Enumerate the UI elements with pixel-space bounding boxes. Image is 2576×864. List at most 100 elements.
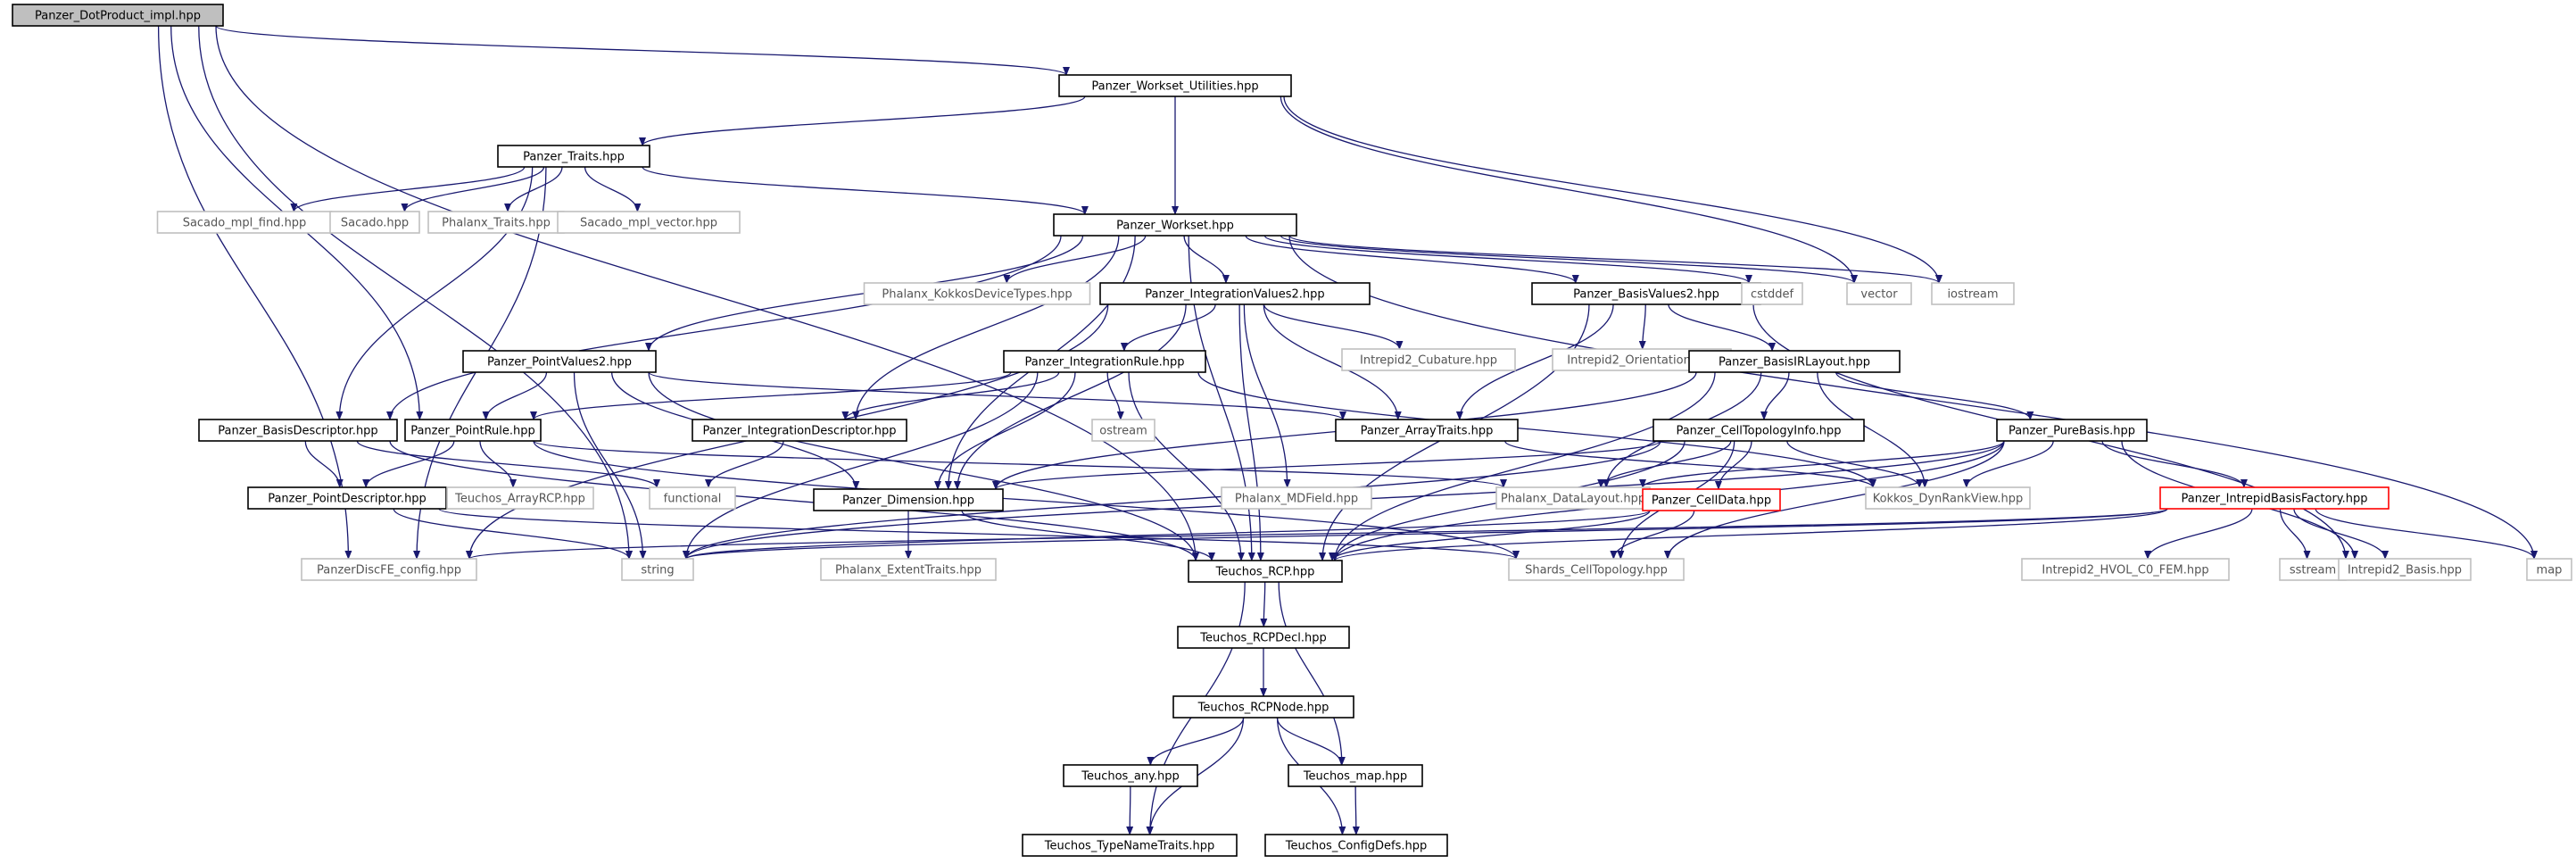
node-label: Phalanx_KokkosDeviceTypes.hpp [882,288,1072,302]
node-box [1188,560,1343,583]
node-n17[interactable]: Panzer_IntegrationRule.hpp [1003,350,1206,373]
edge-n45-n46 [1147,717,1245,766]
edge-n32-n37 [1329,510,1651,561]
edge-n18-n37 [1331,371,1716,561]
node-box [1221,486,1372,510]
node-n21[interactable]: Panzer_IntegrationDescriptor.hpp [692,419,907,442]
node-box [1741,282,1803,305]
node-n6: Sacado_mpl_vector.hpp [557,211,741,234]
node-box [621,558,694,581]
node-box [1003,350,1206,373]
node-n11: cstddef [1741,282,1803,305]
node-n34[interactable]: Panzer_IntrepidBasisFactory.hpp [2159,486,2390,510]
edge-n0-n35 [157,25,352,560]
node-n0[interactable]: Panzer_DotProduct_impl.hpp [12,4,224,27]
edge-n7-n19 [386,235,1062,420]
node-box [649,486,736,510]
edge-n9-n29 [953,303,1187,490]
node-n37[interactable]: Teuchos_RCP.hpp [1188,560,1343,583]
node-label: Intrepid2_Orientation.hpp [1567,354,1716,368]
edge-n7-n10 [1245,235,1579,284]
node-label: Sacado.hpp [341,217,409,230]
node-box [1053,213,1297,237]
node-box [1495,486,1651,510]
edge-n18-n25 [1835,371,2034,420]
node-n46[interactable]: Teuchos_any.hpp [1063,764,1198,787]
node-label: Phalanx_ExtentTraits.hpp [835,564,982,577]
node-n5: Phalanx_Traits.hpp [427,211,565,234]
edge-n19-n28 [356,440,660,488]
node-label: Teuchos_TypeNameTraits.hpp [1044,840,1215,853]
edge-n32-n39 [1610,510,1695,560]
edge-n34-n40 [2144,508,2253,560]
edge-n7-n12 [1280,235,1858,284]
edge-n25-n33 [1962,440,2054,488]
node-n26[interactable]: Panzer_PointDescriptor.hpp [247,486,447,510]
node-box [2526,558,2572,581]
node-box [1508,558,1685,581]
edge-n16-n20 [482,371,548,420]
node-label: Panzer_Dimension.hpp [842,494,974,508]
edge-n1-n12 [1280,96,1858,284]
node-n4: Sacado.hpp [329,211,420,234]
dependency-edges [157,25,2538,835]
node-label: Phalanx_MDField.hpp [1235,493,1358,506]
node-box [820,558,997,581]
node-n10[interactable]: Panzer_BasisValues2.hpp [1531,282,1761,305]
node-box [2338,558,2472,581]
node-n47[interactable]: Teuchos_map.hpp [1288,764,1423,787]
node-box [1022,834,1238,857]
node-n9[interactable]: Panzer_IntegrationValues2.hpp [1099,282,1371,305]
edge-n25-n34 [2101,440,2248,488]
edge-n20-n27 [479,440,518,488]
edge-n20-n26 [362,440,455,488]
node-n49[interactable]: Teuchos_ConfigDefs.hpp [1264,834,1448,857]
node-n44[interactable]: Teuchos_RCPDecl.hpp [1177,626,1350,649]
edge-n1-n13 [1283,96,1942,284]
edge-n2-n5 [504,166,563,212]
node-n48[interactable]: Teuchos_TypeNameTraits.hpp [1022,834,1238,857]
edge-n29-n37 [961,510,1215,561]
node-box [404,419,542,442]
node-n18[interactable]: Panzer_BasisIRLayout.hpp [1688,350,1901,373]
edge-n20-n39 [533,440,1520,560]
node-n23[interactable]: Panzer_ArrayTraits.hpp [1335,419,1519,442]
node-n29[interactable]: Panzer_Dimension.hpp [813,488,1004,511]
node-box [156,211,333,234]
edge-n9-n23 [1263,303,1402,420]
node-box [12,4,224,27]
edge-n21-n28 [705,440,784,488]
node-label: vector [1860,288,1898,302]
node-box [1931,282,2015,305]
node-n1[interactable]: Panzer_Workset_Utilities.hpp [1058,74,1292,97]
node-box [557,211,741,234]
node-n16[interactable]: Panzer_PointValues2.hpp [462,350,657,373]
node-n2[interactable]: Panzer_Traits.hpp [497,145,650,168]
node-box [1288,764,1423,787]
node-box [1865,486,2031,510]
node-n24[interactable]: Panzer_CellTopologyInfo.hpp [1652,419,1865,442]
node-box [2021,558,2230,581]
node-label: ostream [1099,425,1147,438]
edge-n16-n23 [648,371,1346,420]
node-label: functional [664,493,722,506]
edge-n9-n37 [1238,303,1264,561]
node-n45[interactable]: Teuchos_RCPNode.hpp [1172,695,1354,719]
node-label: Shards_CellTopology.hpp [1525,564,1668,577]
edge-n24-n29 [992,440,1661,490]
node-n19[interactable]: Panzer_BasisDescriptor.hpp [198,419,398,442]
node-box [1172,695,1354,719]
node-label: Teuchos_RCP.hpp [1215,566,1315,579]
node-label: Panzer_PointRule.hpp [410,425,535,438]
node-n25[interactable]: Panzer_PureBasis.hpp [1996,419,2148,442]
node-n7[interactable]: Panzer_Workset.hpp [1053,213,1297,237]
node-label: Panzer_IntegrationValues2.hpp [1145,288,1324,302]
node-n40: Intrepid2_HVOL_C0_FEM.hpp [2021,558,2230,581]
node-box [1652,419,1865,442]
edge-n34-n36 [683,508,2168,560]
edge-n0-n37 [215,25,1199,561]
node-n32[interactable]: Panzer_CellData.hpp [1642,488,1781,511]
node-n27: Teuchos_ArrayRCP.hpp [446,486,594,510]
edge-n0-n36 [198,25,633,560]
node-n20[interactable]: Panzer_PointRule.hpp [404,419,542,442]
